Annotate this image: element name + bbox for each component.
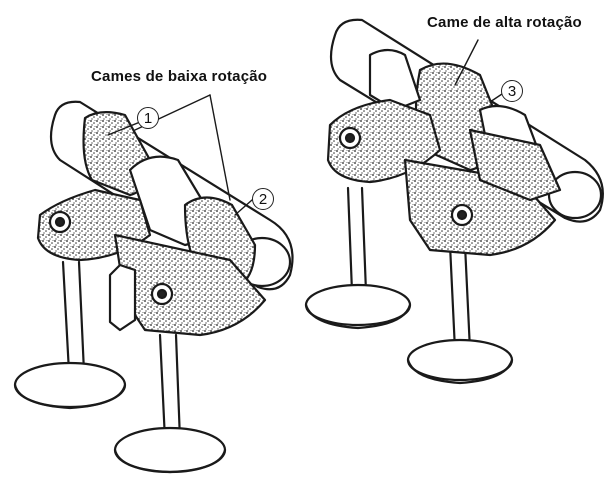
right-rocker-arms: [326, 98, 562, 257]
left-rocker-arms: [36, 188, 267, 337]
low-speed-cams-label: Cames de baixa rotação: [91, 68, 268, 85]
left-valve-stems: [13, 260, 227, 474]
marker-3: 3: [501, 80, 523, 102]
left-camshaft: [49, 100, 294, 291]
right-valve-stems: [304, 186, 514, 385]
high-speed-cam-label: Came de alta rotação: [427, 14, 582, 31]
marker-1: 1: [137, 107, 159, 129]
marker-2: 2: [252, 188, 274, 210]
